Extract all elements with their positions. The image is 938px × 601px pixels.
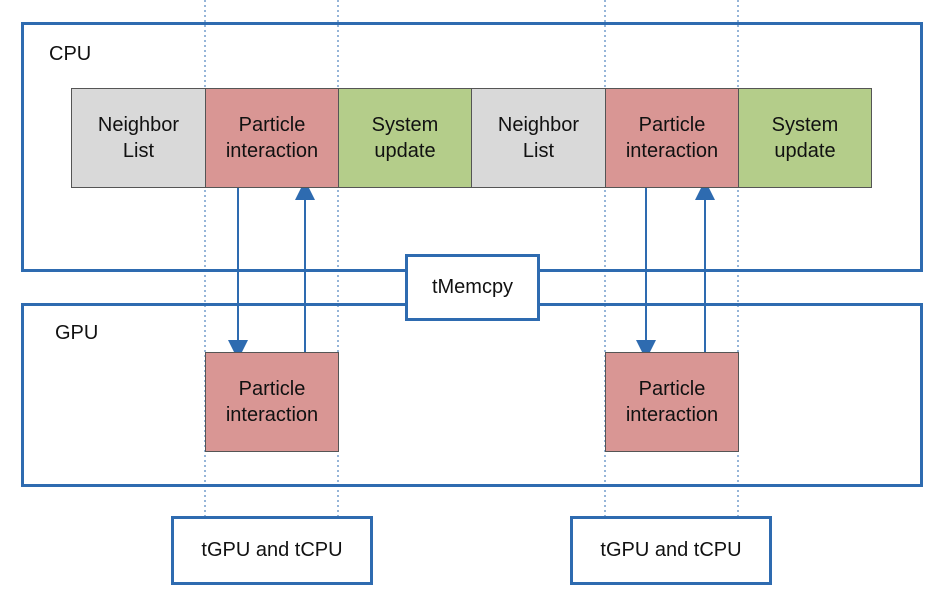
cpu-system-update-block-2: System update: [738, 88, 872, 188]
gpu-panel: [21, 303, 923, 487]
timing-label-box-2: tGPU and tCPU: [570, 516, 772, 585]
memcpy-label-box: tMemcpy: [405, 254, 540, 321]
gpu-particle-interaction-block-1: Particle interaction: [205, 352, 339, 452]
cpu-neighbor-list-block-2: Neighbor List: [471, 88, 606, 188]
cpu-system-update-block-1: System update: [338, 88, 472, 188]
gpu-particle-interaction-block-2: Particle interaction: [605, 352, 739, 452]
dotted-guides: [204, 0, 739, 520]
cpu-particle-interaction-block-1: Particle interaction: [205, 88, 339, 188]
gpu-label: GPU: [55, 322, 99, 344]
cpu-particle-interaction-block-2: Particle interaction: [605, 88, 739, 188]
cpu-label: CPU: [49, 43, 92, 65]
timing-label-box-1: tGPU and tCPU: [171, 516, 373, 585]
cpu-neighbor-list-block-1: Neighbor List: [71, 88, 206, 188]
